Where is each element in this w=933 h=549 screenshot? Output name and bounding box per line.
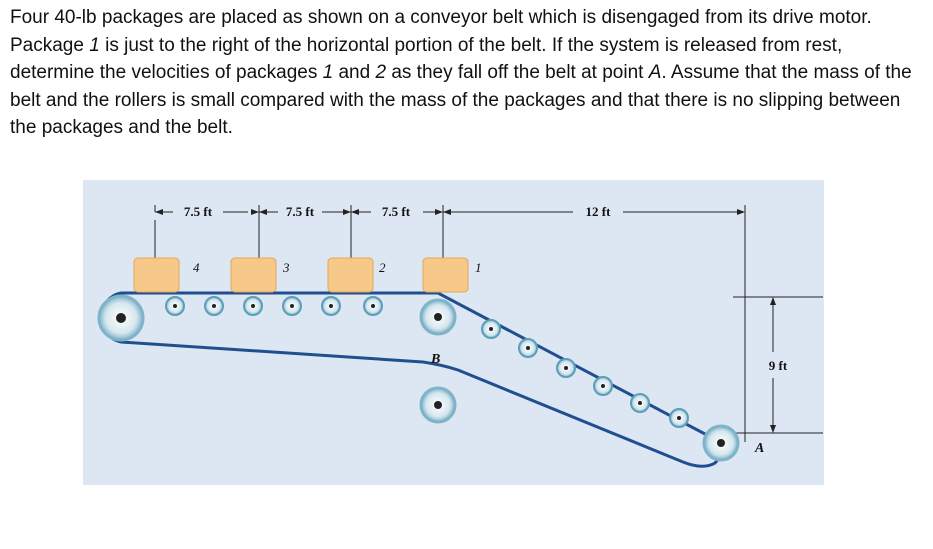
point-b-label: B <box>430 352 440 367</box>
dim-label-spacing-1: 7.5 ft <box>184 204 213 219</box>
problem-italic-term: 1 <box>322 62 334 84</box>
figure-background <box>83 180 824 485</box>
roller-b-lower <box>419 386 457 424</box>
problem-italic-term: 1 <box>89 34 100 56</box>
roller-small <box>204 296 224 316</box>
problem-text-segment: . Assume that the mass of the belt and t… <box>10 62 912 139</box>
dim-label-horizontal-span: 12 ft <box>586 204 612 219</box>
package-3: 3 <box>230 257 290 293</box>
roller-small <box>518 338 538 358</box>
roller-a-end <box>702 424 740 462</box>
package-2: 2 <box>327 257 386 293</box>
roller-small <box>669 408 689 428</box>
problem-text-segment: and <box>333 62 376 84</box>
package-1: 1 <box>422 257 482 293</box>
roller-small <box>363 296 383 316</box>
conveyor-diagram: 7.5 ft 7.5 ft 7.5 ft 12 ft 9 ft 4 3 2 1 <box>83 180 824 485</box>
dim-label-vertical-drop: 9 ft <box>769 358 788 373</box>
conveyor-figure: 7.5 ft 7.5 ft 7.5 ft 12 ft 9 ft 4 3 2 1 <box>83 180 824 485</box>
package-4-label: 4 <box>193 260 200 275</box>
roller-small <box>630 393 650 413</box>
roller-small <box>481 319 501 339</box>
problem-italic-term: 2 <box>375 62 387 84</box>
package-4: 4 <box>133 257 200 293</box>
problem-text-segment: Four 40-lb packages are placed as shown … <box>10 7 872 56</box>
rollers <box>97 294 740 462</box>
roller-left-end <box>97 294 145 342</box>
problem-statement: Four 40-lb packages are placed as shown … <box>10 4 925 142</box>
roller-b-upper <box>419 298 457 336</box>
package-3-label: 3 <box>282 260 290 275</box>
roller-small <box>593 376 613 396</box>
problem-text-segment: is just to the right of the horizontal p… <box>10 34 843 84</box>
roller-small <box>165 296 185 316</box>
point-a-label: A <box>754 441 764 456</box>
roller-small <box>243 296 263 316</box>
dim-label-spacing-2: 7.5 ft <box>286 204 315 219</box>
package-1-label: 1 <box>475 260 482 275</box>
problem-italic-term: A <box>648 62 662 84</box>
roller-small <box>321 296 341 316</box>
dim-label-spacing-3: 7.5 ft <box>382 204 411 219</box>
dimension-arrowheads <box>155 209 776 433</box>
package-2-label: 2 <box>379 260 386 275</box>
roller-small <box>282 296 302 316</box>
problem-text-segment: as they fall off the belt at point <box>386 62 649 84</box>
roller-small <box>556 358 576 378</box>
